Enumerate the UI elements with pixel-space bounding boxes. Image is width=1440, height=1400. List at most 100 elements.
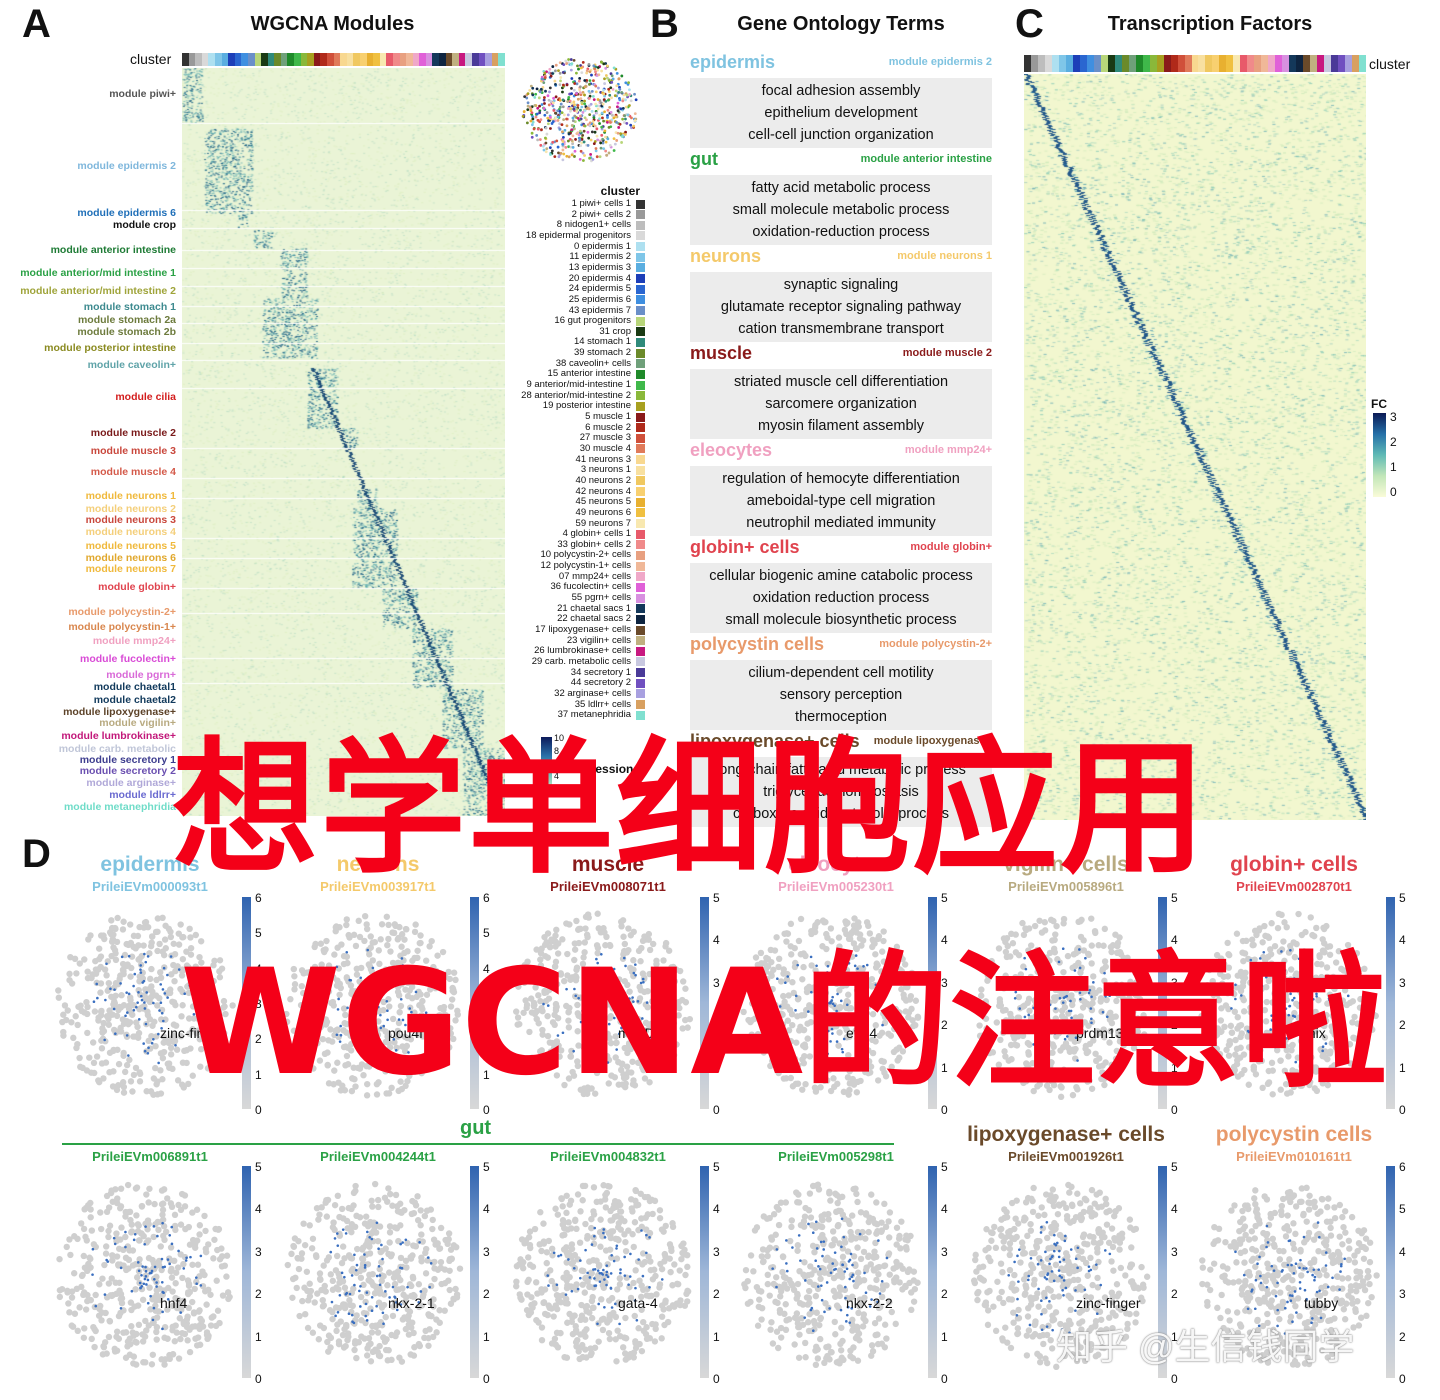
- legend-entry: 30 muscle 4: [580, 443, 645, 454]
- umap-point: [578, 88, 582, 92]
- umap-cell: [153, 976, 160, 984]
- umap-cell: [393, 1225, 401, 1232]
- umap-cell: [152, 1042, 159, 1050]
- umap-expressing-cell: [157, 1032, 160, 1036]
- umap-expressing-cell: [1269, 1028, 1272, 1031]
- umap-cell: [819, 943, 826, 950]
- umap-cell: [1242, 969, 1249, 977]
- cluster-bar-cell: [406, 53, 413, 66]
- umap-point: [571, 145, 575, 149]
- umap-point: [591, 95, 595, 98]
- umap-expressing-cell: [587, 1007, 590, 1010]
- colorbar-tick: 3: [941, 975, 948, 990]
- umap-point: [586, 130, 590, 134]
- umap-cell: [593, 1069, 601, 1077]
- module-label: module polycystin-1+: [68, 621, 176, 633]
- legend-entry-label: 2 piwi+ cells 2: [571, 208, 631, 220]
- cluster-bar-cell: [1191, 55, 1199, 72]
- umap-cell: [80, 1225, 88, 1233]
- umap-point: [599, 146, 603, 150]
- umap-cell: [92, 1291, 99, 1299]
- umap-cell: [1063, 988, 1070, 995]
- umap-cell: [1315, 996, 1322, 1004]
- umap-cell: [856, 931, 864, 938]
- umap-expressing-cell: [1090, 995, 1093, 999]
- umap-expressing-cell: [170, 1242, 174, 1246]
- umap-expressing-cell: [384, 1290, 387, 1293]
- umap-expressing-cell: [1090, 1021, 1093, 1025]
- umap-cell: [179, 1302, 186, 1309]
- umap-cell: [1081, 999, 1089, 1006]
- umap-cell: [1036, 1027, 1043, 1034]
- umap-expressing-cell: [144, 1265, 147, 1269]
- umap-cell: [178, 1329, 186, 1337]
- umap-cell: [103, 1208, 111, 1216]
- legend-swatch: [636, 487, 645, 497]
- umap-cell: [115, 1060, 123, 1068]
- umap-cell: [56, 1255, 63, 1263]
- umap-cell: [414, 1031, 421, 1039]
- umap-cell: [549, 1039, 556, 1047]
- umap-cell: [365, 961, 373, 968]
- umap-point: [594, 70, 597, 74]
- umap-expressing-cell: [826, 1052, 829, 1056]
- umap-expressing-cell: [1067, 984, 1071, 987]
- umap-expressing-cell: [831, 1002, 835, 1006]
- umap-expressing-cell: [1101, 1010, 1105, 1014]
- umap-cell: [574, 1001, 581, 1009]
- umap-cell: [318, 961, 325, 968]
- expression-colorbar: [541, 737, 552, 793]
- colorbar-tick: 0: [255, 1103, 262, 1117]
- umap-cell: [585, 914, 592, 921]
- colorbar-tick: 5: [1399, 891, 1406, 905]
- umap-cell: [779, 1011, 786, 1018]
- umap-expressing-cell: [344, 1232, 348, 1235]
- umap-cell: [146, 998, 154, 1006]
- umap-cell: [310, 1047, 317, 1054]
- cluster-bar-cell: [320, 53, 328, 66]
- umap-cell: [198, 1317, 206, 1325]
- umap-point: [530, 131, 534, 135]
- umap-cell: [373, 1080, 381, 1088]
- umap-point: [588, 124, 592, 128]
- umap-cell: [1265, 977, 1273, 985]
- umap-cell: [1330, 973, 1337, 981]
- umap-cell: [637, 1055, 645, 1062]
- umap-point: [621, 99, 625, 103]
- umap-cell: [171, 1211, 179, 1219]
- umap-plot: [513, 910, 694, 1098]
- umap-cell: [100, 1344, 108, 1351]
- umap-cell: [766, 1024, 773, 1032]
- umap-cell: [1360, 1009, 1368, 1017]
- umap-cell: [180, 1084, 187, 1091]
- umap-cell: [565, 1009, 572, 1016]
- umap-cell: [331, 951, 338, 958]
- umap-point: [624, 117, 627, 121]
- umap-point: [554, 69, 557, 73]
- umap-expressing-cell: [104, 998, 107, 1002]
- umap-expressing-cell: [161, 1221, 164, 1225]
- umap-cell: [760, 1049, 768, 1056]
- umap-point: [633, 92, 636, 96]
- umap-cell: [666, 1034, 673, 1041]
- umap-cell: [843, 930, 850, 938]
- umap-cell: [891, 1025, 898, 1033]
- umap-expressing-cell: [1270, 1019, 1274, 1022]
- colorbar-tick: 1: [713, 1060, 720, 1075]
- umap-cell: [1113, 981, 1120, 988]
- colorbar-tick: 5: [713, 891, 720, 905]
- umap-expressing-cell: [581, 1009, 584, 1012]
- cluster-bar-cell: [445, 53, 453, 66]
- umap-cell: [1209, 999, 1217, 1007]
- umap-cell: [149, 1351, 157, 1358]
- umap-cell: [1298, 1082, 1306, 1089]
- umap-cell: [1127, 1001, 1135, 1008]
- umap-cell: [428, 973, 435, 981]
- module-label: module ldlrr+: [109, 789, 176, 801]
- umap-cell: [996, 996, 1004, 1003]
- umap-cell: [1084, 1078, 1091, 1085]
- umap-cell: [314, 1040, 321, 1047]
- umap-cell: [189, 1072, 196, 1079]
- umap-cell: [880, 958, 888, 965]
